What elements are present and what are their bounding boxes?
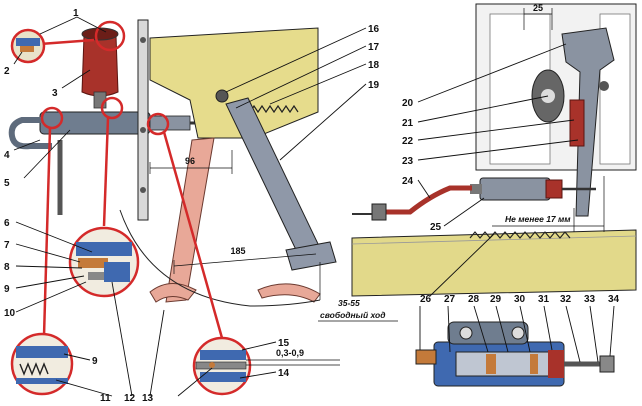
dim-185-label: 185 bbox=[230, 246, 245, 256]
callout-4: 4 bbox=[4, 150, 10, 161]
callout-labels: 1 2 3 4 5 6 7 8 9 10 9 11 12 13 14 15 16… bbox=[4, 8, 620, 404]
inset-valve-top bbox=[10, 28, 46, 64]
dim-96-label: 96 bbox=[185, 156, 195, 166]
dimension-96: 96 bbox=[149, 150, 233, 174]
callout-27: 27 bbox=[444, 294, 456, 305]
fork-return-spring bbox=[469, 231, 571, 239]
callout-33: 33 bbox=[584, 294, 596, 305]
callout-19: 19 bbox=[368, 80, 380, 91]
callout-26: 26 bbox=[420, 294, 432, 305]
callout-28: 28 bbox=[468, 294, 480, 305]
callout-1: 1 bbox=[73, 8, 79, 19]
slave-cylinder-section bbox=[415, 321, 615, 387]
callout-18: 18 bbox=[368, 60, 380, 71]
release-fork bbox=[561, 27, 615, 217]
pedal-pivot bbox=[215, 89, 229, 103]
dimension-185: 185 bbox=[173, 246, 317, 274]
callout-34: 34 bbox=[608, 294, 620, 305]
detail-highlights bbox=[39, 20, 224, 339]
callout-17: 17 bbox=[368, 42, 380, 53]
hydraulic-pipe bbox=[376, 185, 472, 215]
callout-11: 11 bbox=[100, 393, 111, 404]
travel-label: 35-55 bbox=[338, 298, 360, 308]
mount-plate bbox=[137, 19, 149, 221]
callout-9-inset: 9 bbox=[92, 356, 98, 367]
callout-15: 15 bbox=[278, 338, 290, 349]
dimension-25: 25 bbox=[523, 3, 553, 30]
pedal-pad bbox=[285, 241, 337, 271]
callout-10: 10 bbox=[4, 308, 16, 319]
callout-13: 13 bbox=[142, 393, 154, 404]
master-cylinder-body bbox=[39, 111, 151, 135]
callout-25: 25 bbox=[430, 222, 442, 233]
reservoir-cap bbox=[81, 27, 119, 41]
callout-29: 29 bbox=[490, 294, 502, 305]
pedal-return-spring bbox=[249, 104, 299, 114]
callout-7: 7 bbox=[4, 240, 10, 251]
inset-seal-6-10 bbox=[68, 226, 140, 298]
leader-lines bbox=[13, 16, 615, 397]
pedal-bracket bbox=[149, 27, 319, 139]
callout-21: 21 bbox=[402, 118, 414, 129]
engine-panel bbox=[475, 3, 637, 171]
callout-24: 24 bbox=[402, 176, 414, 187]
slave-cylinder bbox=[470, 177, 596, 201]
callout-2: 2 bbox=[4, 66, 10, 77]
frame-rail bbox=[351, 229, 637, 297]
callout-12: 12 bbox=[124, 393, 136, 404]
callout-30: 30 bbox=[514, 294, 526, 305]
callout-31: 31 bbox=[538, 294, 550, 305]
callout-22: 22 bbox=[402, 136, 414, 147]
callout-32: 32 bbox=[560, 294, 572, 305]
freeplay-label: свободный ход bbox=[320, 310, 385, 320]
inset-spring-9-11 bbox=[10, 332, 74, 396]
min17-label: Не менее 17 мм bbox=[505, 214, 571, 224]
dim-25-label: 25 bbox=[533, 3, 543, 13]
callout-5: 5 bbox=[4, 178, 10, 189]
callout-23: 23 bbox=[402, 156, 414, 167]
pedal-swing-arc bbox=[119, 209, 321, 307]
callout-6: 6 bbox=[4, 218, 10, 229]
callout-3: 3 bbox=[52, 88, 58, 99]
callout-14: 14 bbox=[278, 368, 290, 379]
inset-rod-13-15 bbox=[192, 336, 340, 396]
callout-20: 20 bbox=[402, 98, 414, 109]
callout-8: 8 bbox=[4, 262, 10, 273]
callout-16: 16 bbox=[368, 24, 380, 35]
gap-label: 0,3-0,9 bbox=[276, 348, 304, 358]
callout-9: 9 bbox=[4, 284, 10, 295]
dimension-17mm: Не менее 17 мм bbox=[492, 176, 605, 232]
